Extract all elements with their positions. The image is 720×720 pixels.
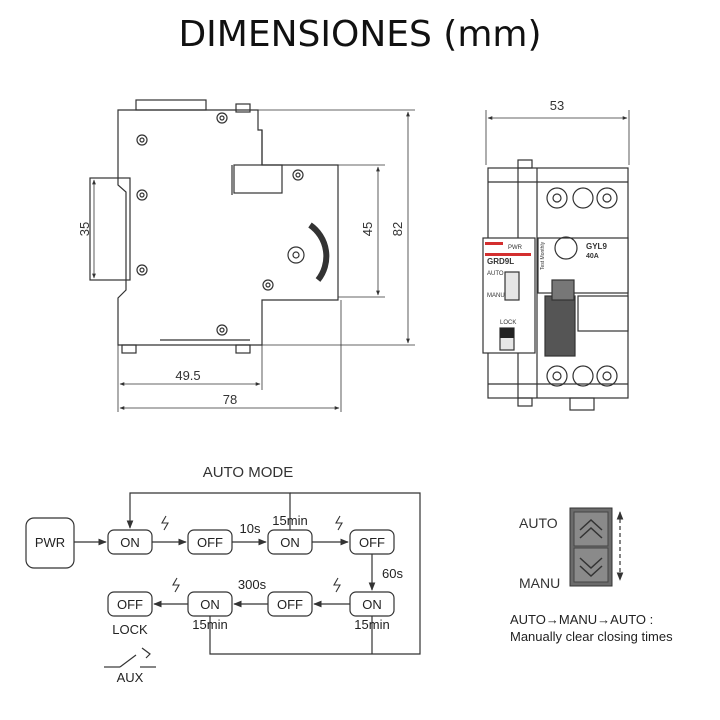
- chevron-up-icon: [579, 518, 603, 531]
- time-15min-left: 15min: [192, 617, 227, 632]
- lock-label-small: LOCK: [500, 320, 516, 326]
- time-60s: 60s: [382, 566, 403, 581]
- rating-label: 40A: [586, 253, 599, 260]
- page-title: DIMENSIONES (mm): [178, 14, 542, 55]
- switch-manu-label: MANU: [519, 575, 560, 591]
- switch-auto-label: AUTO: [519, 515, 558, 531]
- auto-label-small: AUTO: [487, 271, 504, 277]
- dim-45-label: 45: [360, 222, 375, 236]
- row2-box-1: [107, 591, 153, 617]
- lock-label: LOCK: [112, 622, 148, 637]
- dimension-drawings: 35 45 82 49.5 78 53 PWR GRD9L AUTO MAN: [77, 98, 630, 412]
- dim-82-label: 82: [390, 222, 405, 236]
- switch-upper: [573, 511, 609, 547]
- row2-label-1: OFF: [117, 597, 143, 612]
- switch-note-line2: Manually clear closing times: [510, 629, 673, 644]
- gyl9-label: GYL9: [586, 242, 607, 251]
- switch-note-line1: AUTO→MANU→AUTO :: [510, 612, 654, 627]
- row1-label-1: ON: [120, 535, 140, 550]
- pwr-indicator: [485, 242, 503, 245]
- auto-mode-diagram: AUTO MODE: [25, 464, 421, 685]
- pwr-label: PWR: [508, 245, 523, 251]
- dim-78-label: 78: [223, 392, 237, 407]
- auto-mode-title: AUTO MODE: [203, 464, 294, 481]
- model-stripe: [485, 253, 531, 256]
- row2-label-3: OFF: [277, 597, 303, 612]
- row1-label-4: OFF: [359, 535, 385, 550]
- switch-body: [569, 507, 613, 587]
- row1-label-3: ON: [280, 535, 300, 550]
- dim-53-label: 53: [550, 98, 564, 113]
- lightning-icon: [333, 577, 341, 593]
- model-label: GRD9L: [487, 257, 514, 266]
- front-view: [482, 110, 630, 411]
- lock-slider: [500, 328, 514, 338]
- lightning-icon: [172, 577, 180, 593]
- switch-note: AUTO→MANU→AUTO : Manually clear closing …: [510, 611, 720, 645]
- chevron-down-icon: [579, 565, 603, 578]
- manu-label-small: MANU: [487, 293, 505, 299]
- side-view: [89, 99, 415, 412]
- time-15min-top: 15min: [272, 513, 307, 528]
- lightning-icons: [161, 515, 343, 593]
- time-10s: 10s: [240, 521, 261, 536]
- row2-label-4: ON: [362, 597, 382, 612]
- time-300s: 300s: [238, 577, 267, 592]
- lightning-icon: [161, 515, 169, 531]
- switch-lower: [573, 547, 609, 583]
- dim-35-label: 35: [77, 222, 92, 236]
- chevron-up-icon: [579, 526, 603, 539]
- pwr-box: [25, 517, 75, 569]
- row2-label-2: ON: [200, 597, 220, 612]
- test-label: Test Monthly: [540, 241, 546, 270]
- pwr-box-label: PWR: [35, 535, 65, 550]
- dim-49-5-label: 49.5: [175, 368, 200, 383]
- aux-label: AUX: [117, 670, 144, 685]
- chevron-down-icon: [579, 557, 603, 570]
- lightning-icon: [335, 515, 343, 531]
- row1-label-2: OFF: [197, 535, 223, 550]
- time-15min-right: 15min: [354, 617, 389, 632]
